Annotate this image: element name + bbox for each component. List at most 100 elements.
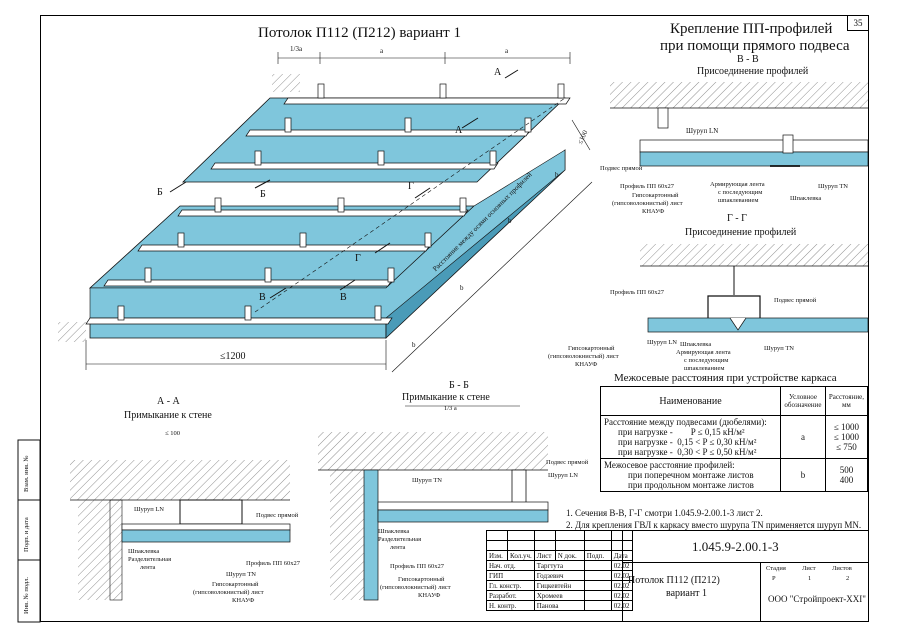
section-mark-v1: В [259, 292, 266, 303]
bb-profile: Профиль ПП 60х27 [390, 563, 444, 570]
aa-tape-1: Разделительная [128, 556, 172, 563]
vv-tape-1: Армирующая лента [710, 181, 765, 188]
stage-value: Р [772, 575, 776, 582]
dim-third-a: 1/3a [290, 45, 303, 53]
section-mark-g2: Г [355, 253, 361, 264]
bb-putty: Шпаклевка [378, 528, 410, 535]
title-block-main [622, 530, 869, 622]
spec-row2-name: Межосевое расстояние профилей: при попер… [599, 458, 782, 492]
aa-gkl-1: Гипсокартонный [212, 581, 259, 588]
bb-tape-2: лента [390, 544, 406, 551]
sheets-header: Листов [832, 565, 852, 572]
section-gg-drawing [640, 244, 869, 333]
vv-putty: Шпаклевка [790, 195, 822, 202]
aa-screw-ln: Шуруп LN [134, 506, 164, 513]
section-vv-subtitle: Присоединение профилей [697, 66, 809, 77]
aa-dim: ≤ 100 [165, 430, 180, 437]
vv-gkl-1: Гипсокартонный [632, 192, 679, 199]
main-title: Потолок П112 (П212) вариант 1 [258, 25, 461, 41]
bb-screw-ln: Шуруп LN [548, 472, 578, 479]
dim-b4: b [412, 341, 416, 349]
bb-gkl-1: Гипсокартонный [398, 576, 445, 583]
sheet-value: 1 [808, 575, 812, 582]
company-name: ООО "Стройпроект-XXI" [768, 594, 866, 604]
bb-screw-tn: Шуруп TN [412, 477, 442, 484]
vv-screw-tn: Шуруп TN [818, 183, 848, 190]
gg-tape-2: с последующим [684, 357, 729, 364]
sheet-header: Лист [802, 565, 816, 572]
dim-b3: b [460, 284, 464, 292]
stamp-replace-inv: Взам. инв. № [23, 455, 30, 492]
gg-screw-tn: Шуруп TN [764, 345, 794, 352]
section-vv-title: В - В [737, 54, 759, 65]
section-mark-b1: Б [157, 187, 163, 198]
spec-col-name: Наименование [599, 386, 782, 416]
right-title-line2: при помощи прямого подвеса [660, 38, 850, 54]
section-vv-drawing [610, 82, 869, 167]
section-mark-a2: А [455, 125, 463, 136]
note-1: 1. Сечения В-В, Г-Г смотри 1.045.9-2.00.… [566, 508, 763, 518]
vv-tape-3: шпаклеванием [718, 197, 759, 204]
stage-header: Стадия [766, 565, 786, 572]
vv-screw-ln: Шуруп LN [686, 127, 719, 135]
dim-1200: ≤1200 [220, 351, 246, 362]
title-block-divider-v [760, 562, 761, 622]
gg-tape-1: Армирующая лента [676, 349, 731, 356]
bb-tape-1: Разделительная [378, 536, 422, 543]
vv-gkl-3: КНАУФ [642, 208, 665, 215]
section-aa-drawing [70, 460, 291, 601]
note-2: 2. Для крепления ГВЛ к каркасу вместо шу… [566, 520, 862, 530]
doc-code: 1.045.9-2.00.1-3 [692, 539, 779, 554]
side-stamp [17, 439, 41, 623]
aa-gkl-2: (гипсоволокнистый) лист [193, 589, 264, 596]
section-aa-title: А - А [157, 396, 180, 407]
title-block-divider [622, 562, 869, 563]
dim-b1: b [555, 171, 559, 179]
gg-hanger: Подвес прямой [774, 297, 817, 304]
section-gg-title: Г - Г [727, 213, 747, 224]
section-mark-v2: В [340, 292, 347, 303]
sheets-value: 2 [846, 575, 850, 582]
wall-hatch [272, 74, 300, 92]
gg-tape-3: шпаклеванием [684, 365, 725, 372]
section-mark-b2: Б [260, 189, 266, 200]
spec-row1-values: ≤ 1000≤ 1000≤ 750 [824, 415, 869, 459]
section-gg-subtitle: Присоединение профилей [685, 227, 797, 238]
hanger-brackets [117, 83, 565, 321]
aa-tape-2: лента [140, 564, 156, 571]
vv-profile: Профиль ПП 60х27 [620, 183, 674, 190]
profiles [85, 97, 571, 325]
gg-screw-ln: Шуруп LN [647, 339, 677, 346]
isometric-ceiling [58, 52, 593, 373]
gg-gkl-1: Гипсокартонный [568, 345, 615, 352]
wall-hatch [58, 322, 86, 342]
section-bb-subtitle: Примыкание к стене [402, 392, 490, 403]
dim-b2: b [508, 217, 512, 225]
vv-gkl-2: (гипсоволокнистый) лист [612, 200, 683, 207]
bb-gkl-2: (гипсоволокнистый) лист [380, 584, 451, 591]
aa-gkl-3: КНАУФ [232, 597, 255, 604]
dim-a1: a [380, 47, 384, 55]
aa-screw-tn: Шуруп TN [226, 571, 256, 578]
drawing-frame [40, 15, 869, 622]
gypsum-board-1 [182, 97, 566, 183]
right-title-line1: Крепление ПП-профилей [670, 21, 833, 37]
doc-name-line1: Потолок П112 (П212) [628, 575, 720, 586]
spec-table-title: Межосевые расстояния при устройстве карк… [614, 372, 837, 384]
spec-row2-symbol: b [780, 458, 826, 492]
spec-row1-name: Расстояние между подвесами (дюбелями): п… [599, 415, 782, 459]
vv-tape-2: с последующим [718, 189, 763, 196]
aa-putty: Шпаклевка [128, 548, 160, 555]
bb-gkl-3: КНАУФ [418, 592, 441, 599]
section-arrows [169, 69, 519, 299]
aa-profile: Профиль ПП 60х27 [246, 560, 300, 567]
section-bb-title: Б - Б [449, 380, 469, 391]
gg-putty: Шпаклевка [680, 341, 712, 348]
page-number: 35 [847, 15, 869, 31]
gg-gkl-3: КНАУФ [575, 361, 598, 368]
gg-gkl-2: (гипсоволокнистый) лист [548, 353, 619, 360]
section-mark-a1: А [494, 67, 502, 78]
